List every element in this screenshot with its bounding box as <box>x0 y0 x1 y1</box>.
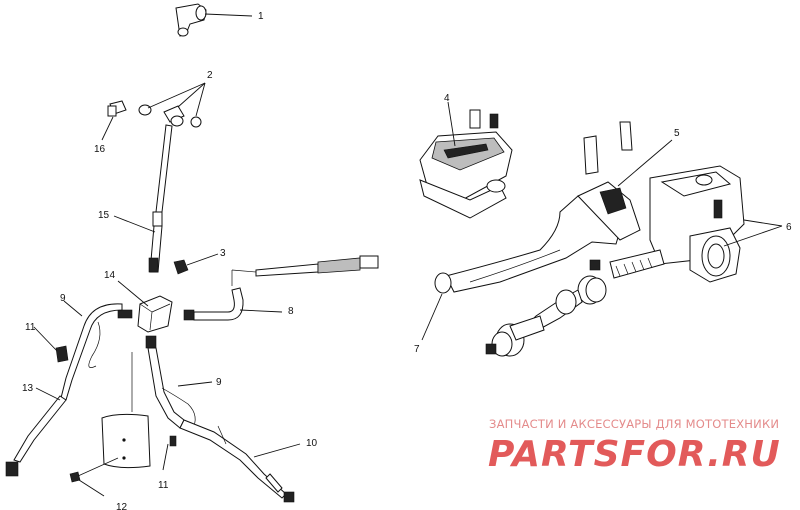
callout-11-right: 11 <box>158 480 169 491</box>
upper-brake-hose <box>113 124 173 273</box>
junction-block <box>117 280 173 333</box>
left-brake-hose <box>5 300 133 477</box>
mounting-plate <box>69 352 151 497</box>
callout-9-right: 9 <box>216 377 222 388</box>
master-cylinder-body <box>649 165 783 283</box>
reservoir-cover <box>419 101 513 219</box>
callout-4: 4 <box>444 93 450 104</box>
callout-10: 10 <box>306 438 318 449</box>
elbow-brake-line <box>183 270 283 321</box>
callout-8: 8 <box>288 306 294 317</box>
callout-12: 12 <box>116 502 128 510</box>
watermark-logo: PARTSFOR.RU <box>488 434 781 475</box>
callout-5: 5 <box>674 128 680 139</box>
callout-3: 3 <box>220 248 226 259</box>
piston-assembly <box>485 249 665 357</box>
callout-7: 7 <box>414 344 420 355</box>
watermark-tagline: ЗАПЧАСТИ И АКСЕССУАРЫ ДЛЯ МОТОТЕХНИКИ <box>489 417 779 431</box>
fitting-part-3 <box>173 253 219 275</box>
callout-2: 2 <box>207 70 213 81</box>
center-lower-hose <box>145 335 301 503</box>
callout-labels: 1 2 3 4 5 6 7 8 9 9 10 11 11 12 13 14 15… <box>22 11 792 510</box>
tee-fitting-part <box>175 3 253 37</box>
callout-16: 16 <box>94 144 106 155</box>
callout-11-left: 11 <box>25 322 36 333</box>
callout-9-left: 9 <box>60 293 66 304</box>
callout-1: 1 <box>258 11 264 22</box>
callout-14: 14 <box>104 270 116 281</box>
callout-15: 15 <box>98 210 110 221</box>
brake-lever <box>421 181 641 341</box>
callout-13: 13 <box>22 383 34 394</box>
watermark: ЗАПЧАСТИ И АКСЕССУАРЫ ДЛЯ МОТОТЕХНИКИ PA… <box>488 417 781 475</box>
callout-6: 6 <box>786 222 792 233</box>
brake-line-rod <box>231 255 379 277</box>
pins-part-5 <box>583 121 673 187</box>
banjo-bolt-assembly <box>101 82 206 141</box>
